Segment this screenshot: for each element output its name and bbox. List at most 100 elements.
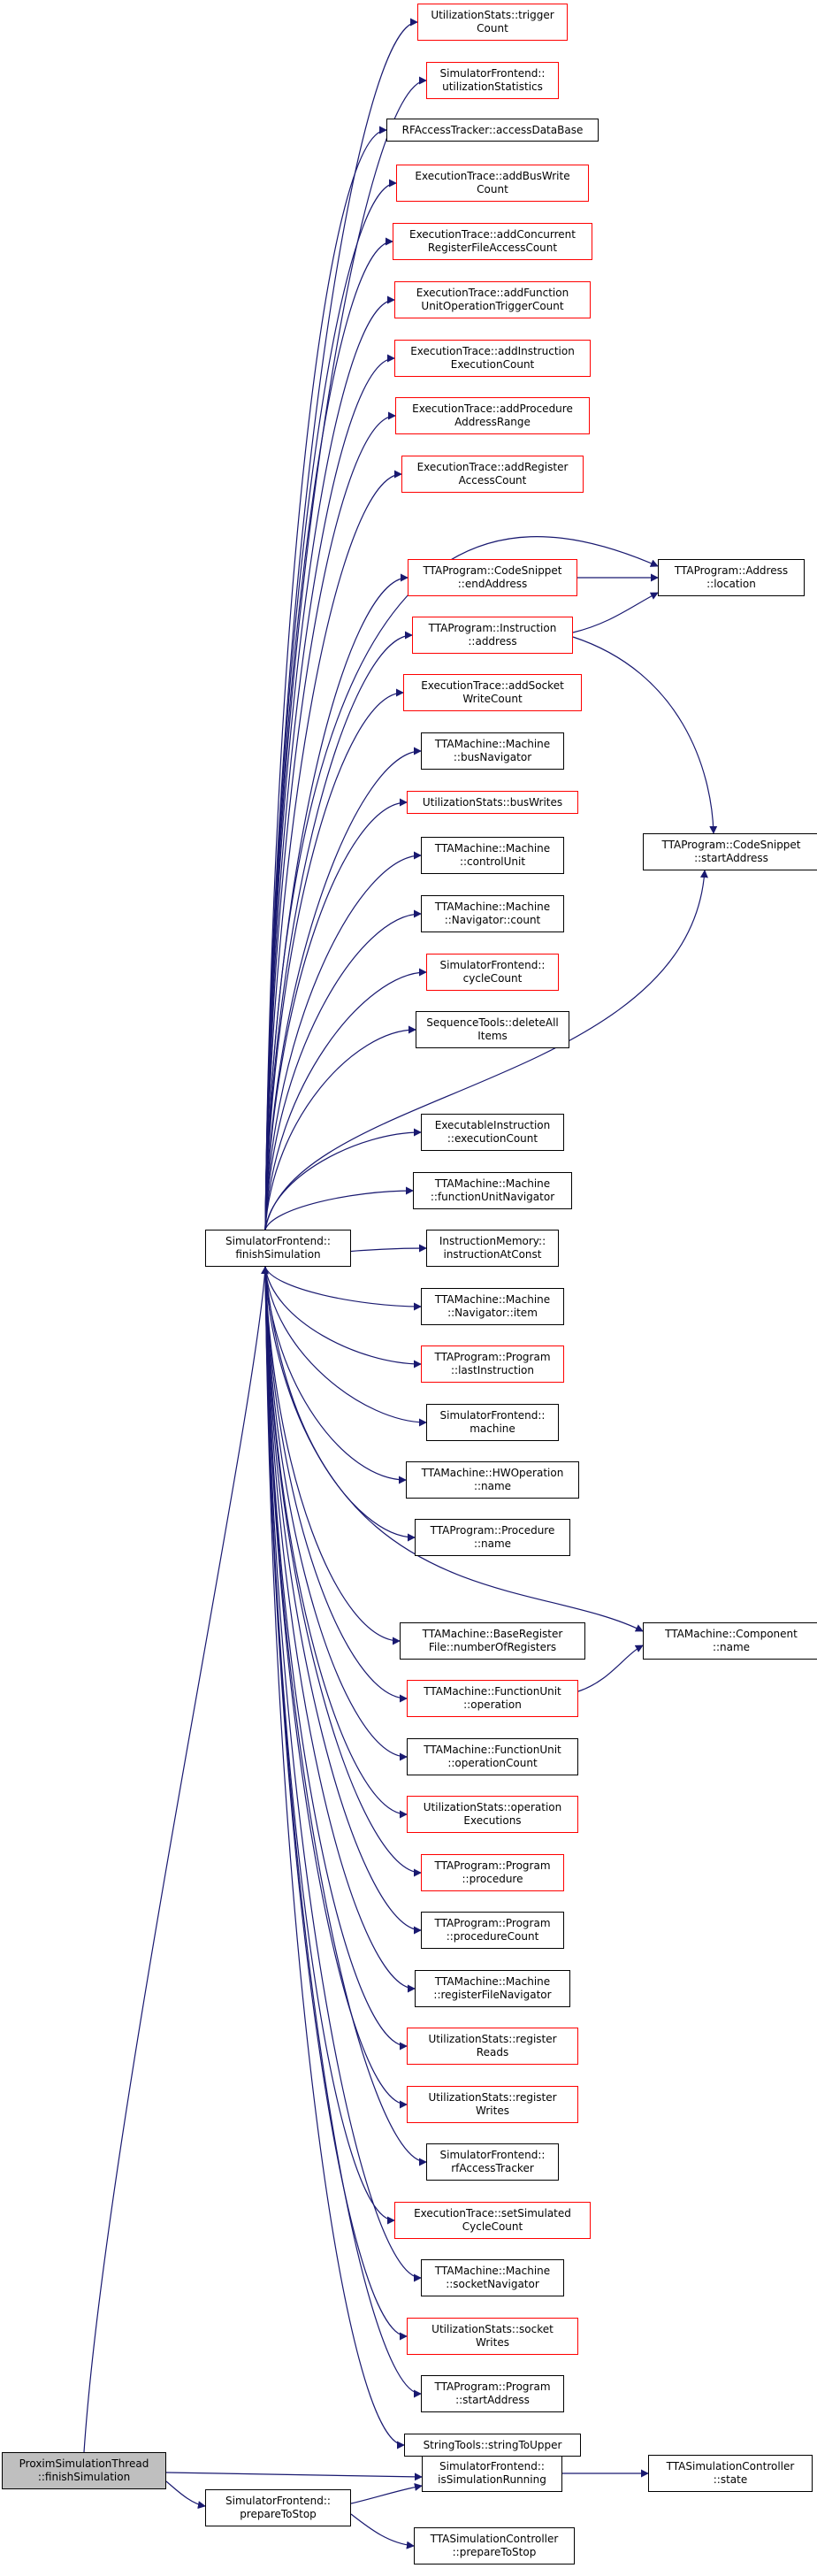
node-label-line: TTAMachine::Machine	[434, 901, 551, 913]
node-n-lastinstr[interactable]: TTAProgram::Program::lastInstruction	[421, 1346, 564, 1383]
node-n-rfaccess[interactable]: RFAccessTracker::accessDataBase	[386, 119, 599, 142]
node-label-line: machine	[470, 1422, 515, 1435]
node-n-csstart[interactable]: TTAProgram::CodeSnippet::startAddress	[643, 833, 817, 870]
node-n-ctrlunit[interactable]: TTAMachine::Machine::controlUnit	[421, 837, 564, 874]
node-n-fuopcount[interactable]: TTAMachine::FunctionUnit::operationCount	[407, 1738, 578, 1775]
node-n-funcnav[interactable]: TTAMachine::Machine::functionUnitNavigat…	[413, 1172, 572, 1209]
edge-root-to-prepare	[165, 2480, 206, 2510]
node-n-startaddr[interactable]: TTAProgram::Program::startAddress	[421, 2375, 564, 2412]
edge-finish-to-n_funcnav	[264, 1186, 414, 1230]
node-label-line: SimulatorFrontend::	[439, 2149, 546, 2161]
node-label-line: TTAProgram::Program	[434, 1859, 551, 1872]
node-label-line: cycleCount	[462, 972, 523, 985]
node-label-line: TTAMachine::BaseRegister	[422, 1628, 563, 1640]
edge-finish-to-n_triggercount	[264, 18, 418, 1230]
node-label-line: finishSimulation	[235, 1248, 321, 1261]
node-label-line: TTAMachine::Component	[665, 1628, 798, 1640]
node-label-line: ::Navigator::count	[444, 914, 541, 926]
node-n-busnav[interactable]: TTAMachine::Machine::busNavigator	[421, 732, 564, 770]
node-n-addrloc[interactable]: TTAProgram::Address::location	[658, 559, 805, 596]
node-label-line: TTAMachine::Machine	[434, 1177, 551, 1190]
node-n-hwopname[interactable]: TTAMachine::HWOperation::name	[406, 1461, 579, 1499]
node-n-procname[interactable]: TTAProgram::Procedure::name	[415, 1519, 570, 1556]
node-label-line: ExecutionTrace::addSocket	[421, 679, 564, 692]
node-ctrl-prepare[interactable]: TTASimulationController::prepareToStop	[414, 2527, 575, 2564]
edge-finish-to-compname	[264, 1266, 644, 1632]
node-label-line: TTAMachine::FunctionUnit	[424, 1685, 561, 1698]
node-label-line: InstructionMemory::	[439, 1235, 546, 1247]
node-n-proccount[interactable]: TTAProgram::Program::procedureCount	[421, 1912, 564, 1949]
node-label-line: utilizationStatistics	[442, 80, 543, 93]
node-n-fuop[interactable]: TTAMachine::FunctionUnit::operation	[407, 1680, 578, 1717]
node-label-line: SimulatorFrontend::	[439, 1409, 546, 1422]
node-n-instrconst[interactable]: InstructionMemory::instructionAtConst	[426, 1230, 559, 1267]
node-label-line: SimulatorFrontend::	[225, 1235, 331, 1247]
node-label-line: TTAProgram::CodeSnippet	[423, 564, 562, 577]
node-label-line: TTAMachine::Machine	[434, 1293, 551, 1306]
node-label-line: Writes	[476, 2104, 509, 2117]
edge-finish-to-n_socknav	[264, 1266, 422, 2282]
node-label-line: UtilizationStats::socket	[431, 2323, 554, 2335]
node-label-line: ::operation	[463, 1698, 522, 1711]
node-label-line: TTAProgram::Program	[434, 2380, 551, 2393]
node-n-navitem[interactable]: TTAMachine::Machine::Navigator::item	[421, 1288, 564, 1325]
edge-finish-to-n_proccount	[264, 1266, 422, 1935]
node-n-socknav[interactable]: TTAMachine::Machine::socketNavigator	[421, 2259, 564, 2296]
edge-root-to-isrunning	[165, 2472, 423, 2481]
node-label-line: CycleCount	[462, 2220, 523, 2233]
node-n-progproc[interactable]: TTAProgram::Program::procedure	[421, 1854, 564, 1891]
node-prepare[interactable]: SimulatorFrontend::prepareToStop	[205, 2489, 351, 2526]
node-n-cyclecount[interactable]: SimulatorFrontend::cycleCount	[426, 954, 559, 991]
node-label-line: TTAProgram::Program	[434, 1917, 551, 1929]
node-label-line: ExecutionTrace::addConcurrent	[408, 228, 576, 241]
node-n-machine[interactable]: SimulatorFrontend::machine	[426, 1404, 559, 1441]
node-label-line: UtilizationStats::operation	[423, 1801, 562, 1813]
node-label-line: AccessCount	[458, 474, 527, 487]
node-n-rfnav[interactable]: TTAMachine::Machine::registerFileNavigat…	[415, 1970, 570, 2007]
node-n-buswrites[interactable]: UtilizationStats::busWrites	[407, 791, 578, 814]
node-label-line: ExecutableInstruction	[434, 1119, 551, 1131]
node-label-line: Reads	[476, 2046, 509, 2058]
node-n-rftracker[interactable]: SimulatorFrontend::rfAccessTracker	[426, 2143, 559, 2181]
node-n-execcount[interactable]: ExecutableInstruction::executionCount	[421, 1114, 564, 1151]
node-n-endaddr[interactable]: TTAProgram::CodeSnippet::endAddress	[408, 559, 577, 596]
node-label-line: RegisterFileAccessCount	[427, 242, 558, 254]
node-label-line: Items	[477, 1030, 508, 1042]
node-isrunning[interactable]: SimulatorFrontend::isSimulationRunning	[422, 2455, 562, 2492]
node-n-compname[interactable]: TTAMachine::Component::name	[643, 1622, 817, 1660]
node-finish[interactable]: SimulatorFrontend::finishSimulation	[205, 1230, 351, 1267]
node-label-line: TTAMachine::HWOperation	[421, 1467, 564, 1479]
node-label-line: TTAMachine::Machine	[434, 738, 551, 750]
node-n-instaddr[interactable]: TTAProgram::Instruction::address	[412, 617, 573, 654]
node-label-line: TTAMachine::Machine	[434, 842, 551, 855]
edge-finish-to-n_hwopname	[264, 1266, 407, 1484]
node-label-line: UtilizationStats::busWrites	[422, 795, 563, 809]
node-n-toupper[interactable]: StringTools::stringToUpper	[404, 2434, 581, 2457]
node-ctrl-state[interactable]: TTASimulationController::state	[648, 2455, 813, 2492]
edge-finish-to-n_execcount	[264, 1128, 422, 1230]
edge-instaddr-to-addrloc	[572, 592, 659, 633]
edge-finish-to-n_ctrlunit	[264, 851, 422, 1230]
edge-finish-to-n_rftracker	[264, 1266, 427, 2166]
node-label-line: ::Navigator::item	[447, 1307, 538, 1319]
node-n-navcount[interactable]: TTAMachine::Machine::Navigator::count	[421, 895, 564, 932]
node-n-utilstats[interactable]: SimulatorFrontend::utilizationStatistics	[426, 62, 559, 99]
node-root[interactable]: ProximSimulationThread::finishSimulation	[2, 2452, 166, 2489]
edge-finish-to-n_startaddr	[264, 1266, 422, 2398]
